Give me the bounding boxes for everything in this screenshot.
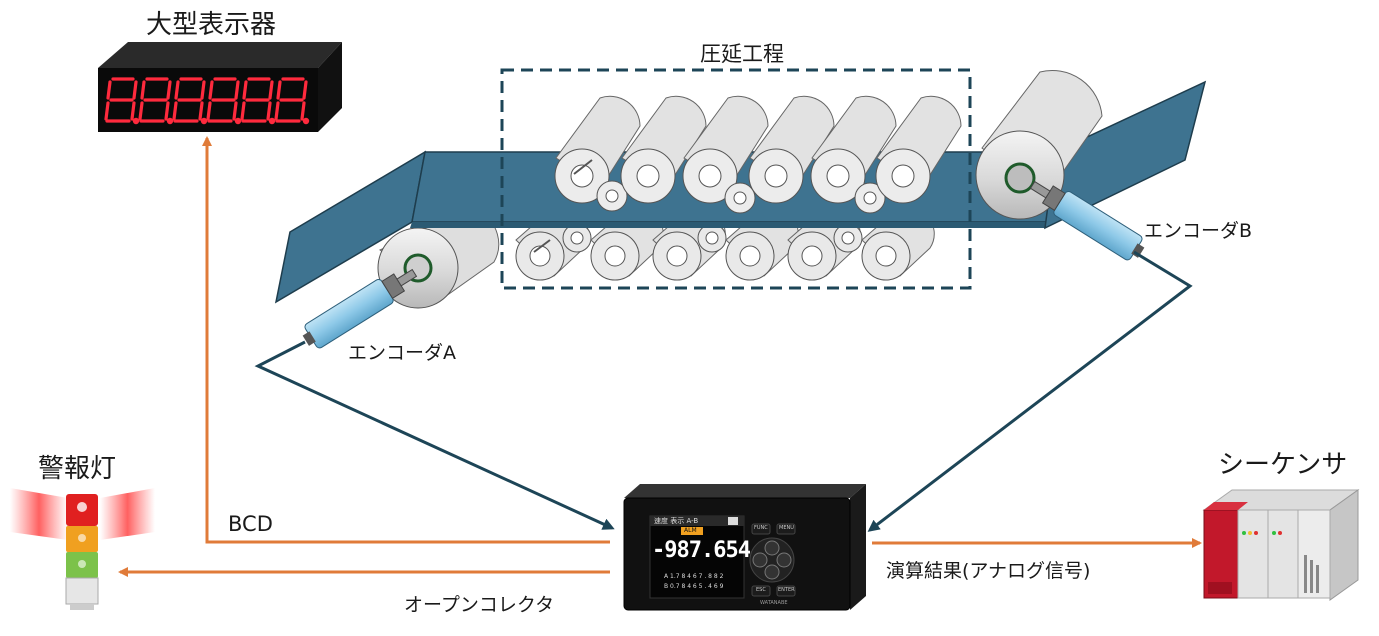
- sheet-edge: [410, 222, 1050, 228]
- big-display-title: 大型表示器: [146, 10, 277, 40]
- roller-b: [975, 69, 1103, 220]
- plc-sequencer-icon: [1202, 489, 1360, 601]
- encoder-a-label: エンコーダA: [348, 342, 456, 364]
- encoder-b: [1029, 180, 1145, 261]
- meter-sub-line-1: A 1.7 8 4 6 7 . 8 8 2: [664, 573, 724, 580]
- big-display: [98, 42, 342, 132]
- meter-brand: WATANABE: [760, 600, 788, 606]
- encoder-icon: [302, 268, 418, 349]
- panel-meter-icon: [623, 484, 866, 611]
- seven-segment-display-icon: [104, 77, 310, 125]
- encoder-b-label: エンコーダB: [1144, 220, 1253, 242]
- encoder-b-signal-line: [867, 250, 1193, 532]
- meter-header-text: 速度 表示 A-B: [654, 517, 699, 525]
- warning-tower-light-icon: [10, 488, 155, 610]
- bcd-output-line: [202, 136, 610, 544]
- meter-esc-button[interactable]: ESC: [756, 587, 766, 593]
- meter-alarm-badge: ALM: [684, 527, 697, 534]
- warning-light-title: 警報灯: [38, 454, 117, 484]
- sequencer-title: シーケンサ: [1218, 450, 1348, 480]
- rolling-process-box: [500, 68, 972, 290]
- open-collector-label: オープンコレクタ: [404, 594, 555, 616]
- meter-reading: -987.654: [652, 538, 751, 563]
- encoder-a: [302, 268, 418, 349]
- encoder-icon: [1029, 180, 1145, 261]
- top-rollers: [554, 95, 962, 214]
- meter-enter-button[interactable]: ENTER: [778, 587, 795, 593]
- encoder-a-signal-line: [254, 340, 615, 530]
- meter-sub-line-2: B 0.7 8 4 6 5 . 4 6 9: [664, 583, 724, 590]
- meter-func-button[interactable]: FUNC: [754, 525, 768, 531]
- calc-result-label: 演算結果(アナログ信号): [886, 560, 1091, 582]
- rolling-process-title: 圧延工程: [700, 42, 784, 66]
- bcd-label: BCD: [228, 512, 273, 536]
- meter-menu-button[interactable]: MENU: [779, 525, 794, 531]
